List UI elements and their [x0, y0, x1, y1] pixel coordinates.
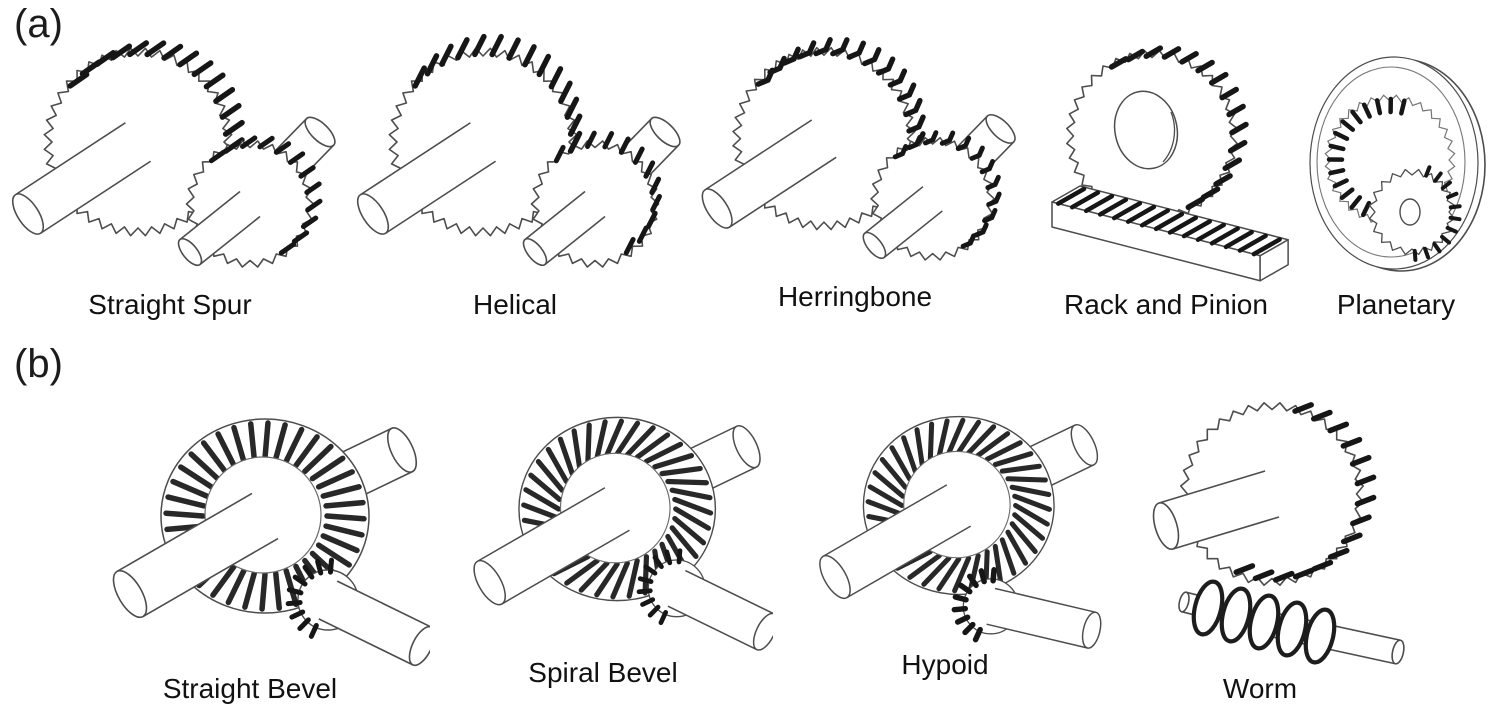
spiral-bevel-gear-illustration: [473, 416, 773, 651]
ring-gear-front-shaft: [473, 487, 630, 606]
panel-straight-spur: Straight Spur: [0, 28, 340, 321]
helical-gear-pair-illustration: [356, 33, 681, 268]
caption-spiral-bevel: Spiral Bevel: [528, 657, 678, 689]
straight-bevel-gear-illustration: [112, 418, 430, 667]
hypoid-gear-illustration: [819, 415, 1102, 649]
worm-wheel-shaft: [1152, 470, 1280, 550]
row-label-a: (a): [14, 2, 63, 46]
ring-gear-front-shaft: [819, 484, 972, 600]
pinion-shaft: [986, 587, 1102, 649]
pinion-shaft: [667, 569, 773, 651]
caption-worm: Worm: [1222, 673, 1298, 704]
ring-gear-front-shaft: [112, 492, 279, 619]
small-gear-front-shaft: [522, 190, 606, 267]
planetary-gear-illustration: [1309, 56, 1486, 272]
row-label-b: (b): [14, 342, 63, 386]
panel-helical: Helical: [345, 28, 685, 321]
panel-worm: Worm: [1110, 390, 1410, 705]
spur-gear-pair-illustration: [11, 40, 336, 268]
caption-rack-and-pinion: Rack and Pinion: [1064, 289, 1268, 320]
caption-hypoid: Hypoid: [901, 649, 989, 681]
caption-planetary: Planetary: [1336, 289, 1456, 320]
large-gear-shaft: [701, 119, 837, 229]
large-gear-shaft: [11, 122, 152, 235]
panel-herringbone: Herringbone: [690, 28, 1020, 313]
worm-gear-illustration: [1152, 402, 1405, 665]
caption-helical: Helical: [472, 289, 558, 320]
panel-spiral-bevel: Spiral Bevel: [433, 390, 773, 689]
caption-herringbone: Herringbone: [777, 281, 933, 313]
rack-teeth: [1055, 186, 1282, 257]
caption-straight-bevel: Straight Bevel: [162, 673, 338, 704]
small-gear-front-shaft: [177, 190, 261, 267]
rack-and-pinion-illustration: [1051, 45, 1289, 282]
worm-screw: [1178, 579, 1405, 665]
panel-hypoid: Hypoid: [780, 390, 1110, 681]
panel-rack-and-pinion: Rack and Pinion: [1040, 28, 1292, 321]
sun-gear: [1368, 165, 1462, 262]
small-gear-front-shaft: [862, 186, 943, 260]
pinion-gear: [1066, 45, 1249, 222]
panel-planetary: Planetary: [1304, 28, 1488, 321]
caption-straight-spur: Straight Spur: [88, 289, 252, 320]
pinion-shaft: [318, 580, 430, 667]
panel-straight-bevel: Straight Bevel: [70, 390, 430, 705]
large-gear-shaft: [356, 122, 497, 235]
herringbone-gear-pair-illustration: [701, 37, 1016, 261]
